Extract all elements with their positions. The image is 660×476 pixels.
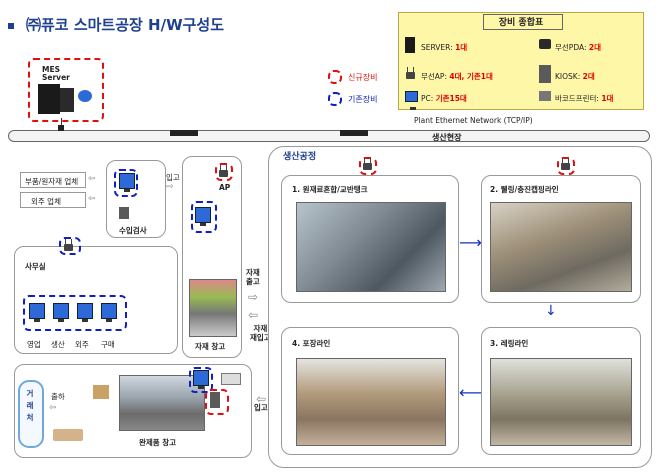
warehouse-photo <box>189 279 237 337</box>
mes-server-frame: MES Server <box>28 58 104 122</box>
scanner-icon <box>119 207 129 219</box>
access-point-icon <box>64 239 73 251</box>
inbound-label: 입고 <box>166 173 180 182</box>
material-out-arrow-icon: ⇨ <box>248 290 259 304</box>
office-pc-group-frame <box>23 295 127 331</box>
dept-production: 생산 <box>51 340 65 349</box>
existing-ap-frame <box>59 237 81 255</box>
pc-icon <box>53 303 69 322</box>
process-step-1-photo <box>296 202 446 292</box>
summary-kiosk: KIOSK: 2대 <box>555 72 595 81</box>
material-warehouse-box: AP 자재 창고 <box>182 156 242 358</box>
dept-purchasing: 구매 <box>101 340 115 349</box>
pc-icon <box>101 303 117 322</box>
production-title: 생산공정 <box>283 152 317 162</box>
pc-icon <box>119 173 135 192</box>
customer-box: 거래처 <box>18 380 44 448</box>
process-step-4: 4. 포장라인 <box>281 327 459 455</box>
summary-ap: 무선AP: 4대, 기존1대 <box>421 72 493 81</box>
title-bullet-icon <box>8 22 14 29</box>
pc-icon <box>193 370 209 389</box>
access-point-icon <box>363 158 372 170</box>
new-ap-frame <box>215 163 233 181</box>
material-out-label: 자재 출고 <box>246 268 260 286</box>
forklift-icon <box>93 385 109 399</box>
new-ap-frame <box>557 157 575 175</box>
pc-icon <box>195 207 211 226</box>
equipment-summary-panel: 장비 종합표 SERVER: 1대 무선PDA: 2대 무선AP: 4대, 기존… <box>398 12 644 110</box>
network-label: Plant Ethernet Network (TCP/IP) <box>414 116 533 125</box>
kiosk-icon <box>210 392 220 408</box>
flow-arrow-icon: ⟶ <box>459 233 482 252</box>
mes-server-label: MES Server <box>42 65 70 82</box>
production-area: 생산공정 1. 원재료혼합/교반탱크 ⟶ 2. 웰링/충진캡핑라인 ↓ 3. 레… <box>268 146 652 468</box>
office-box: 사무실 영업 생산 외주 구매 <box>14 237 178 354</box>
flow-arrow-down-icon: ↓ <box>545 303 557 319</box>
barcode-printer-icon <box>539 91 551 101</box>
network-switch-icon <box>170 130 198 136</box>
supplier-outsourcing-box: 외주 업체 <box>20 192 86 208</box>
network-bus <box>8 130 650 142</box>
new-ap-frame <box>359 157 377 175</box>
truck-icon <box>53 429 83 441</box>
inbound2-arrow-icon: ⇦ <box>256 392 267 406</box>
network-switch-icon <box>340 130 368 136</box>
existing-equipment-frame <box>114 169 138 197</box>
process-step-2: 2. 웰링/충진캡핑라인 <box>481 175 641 303</box>
database-icon <box>78 90 92 102</box>
pc-icon <box>77 303 93 322</box>
shipping-arrow-icon: ⇦ <box>49 403 57 413</box>
process-step-3: 3. 레링라인 <box>481 327 641 455</box>
material-return-arrow-icon: ⇦ <box>248 308 259 322</box>
summary-pc: PC: 기존15대 <box>421 94 467 103</box>
legend-new-swatch <box>328 70 342 84</box>
kiosk-icon <box>539 65 551 83</box>
barcode-printer-icon <box>221 373 241 385</box>
material-return-label: 자재 재입고 <box>250 324 271 342</box>
dept-sales: 영업 <box>27 340 41 349</box>
server-connector <box>61 118 62 130</box>
supplier-arrow-icon: ⇦ <box>88 194 96 204</box>
summary-title-box <box>483 14 563 30</box>
network-port-icon <box>58 125 64 131</box>
server-icon <box>405 37 415 53</box>
summary-title: 장비 종합표 <box>498 18 544 28</box>
site-label: 생산현장 <box>432 133 462 142</box>
shipping-label: 출하 <box>51 392 65 401</box>
legend-new-label: 신규장비 <box>348 73 378 82</box>
page-title: ㈜퓨코 스마트공장 H/W구성도 <box>8 14 224 35</box>
process-step-2-photo <box>490 202 632 292</box>
summary-server: SERVER: 1대 <box>421 43 468 52</box>
process-step-1: 1. 원재료혼합/교반탱크 <box>281 175 459 303</box>
server-rack-icon <box>60 88 74 112</box>
pc-icon <box>405 91 418 110</box>
access-point-icon <box>219 165 228 177</box>
inbound-arrow-icon: ⇨ <box>166 182 174 192</box>
flow-arrow-left-icon: ⟵ <box>459 383 482 402</box>
inbound2-label: 입고 <box>254 403 268 412</box>
process-step-4-photo <box>296 358 446 446</box>
supplier-parts-box: 부품/원자재 업체 <box>20 172 86 188</box>
existing-equipment-frame <box>191 201 217 233</box>
dept-outsourcing: 외주 <box>75 340 89 349</box>
supplier-arrow-icon: ⇦ <box>88 174 96 184</box>
access-point-icon <box>561 158 570 170</box>
new-kiosk-frame <box>205 389 229 415</box>
pda-icon <box>539 39 551 49</box>
summary-pda: 무선PDA: 2대 <box>555 43 602 52</box>
access-point-icon <box>406 67 415 79</box>
pc-icon <box>29 303 45 322</box>
server-icon <box>38 84 60 114</box>
legend-existing-swatch <box>328 92 342 106</box>
process-step-3-photo <box>490 358 632 446</box>
inspection-box: 수입검사 <box>106 160 166 238</box>
existing-equipment-frame <box>189 367 213 393</box>
summary-barcode-printer: 바코드프린터: 1대 <box>555 94 614 103</box>
legend-existing-label: 기존장비 <box>348 95 378 104</box>
finished-warehouse-box: 완제품 창고 출하 ⇦ <box>14 364 252 458</box>
